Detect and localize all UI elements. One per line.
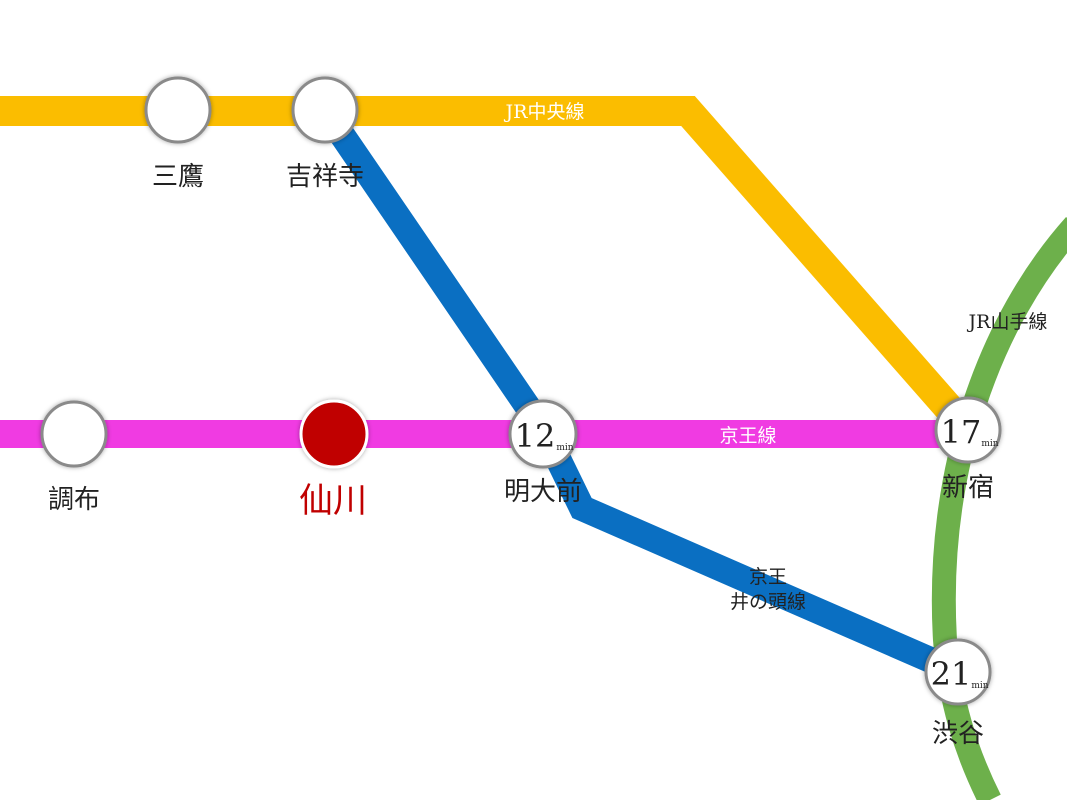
shibuya-station-marker[interactable] xyxy=(924,638,992,706)
kichijoji-station-label: 吉祥寺 xyxy=(286,162,364,192)
jr-chuo-line xyxy=(0,96,980,440)
jr-yamanote-line-label: JR山手線 xyxy=(967,311,1048,333)
sengawa-station-marker[interactable] xyxy=(299,399,369,469)
jr-yamanote-line xyxy=(931,217,1067,800)
sengawa-station-label: 仙川 xyxy=(299,481,367,521)
shinjuku-station-label: 新宿 xyxy=(942,473,994,503)
shinjuku-station-marker[interactable] xyxy=(934,396,1002,464)
shibuya-travel-time: 21 xyxy=(931,655,972,693)
keio-line-label: 京王線 xyxy=(719,425,776,447)
shinjuku-time-unit: min xyxy=(981,439,998,449)
meidaimae-travel-time: 12 xyxy=(515,417,556,455)
shinjuku-travel-time: 17 xyxy=(941,413,982,451)
shibuya-time-unit: min xyxy=(971,681,988,691)
meidaimae-station-label: 明大前 xyxy=(504,477,582,507)
chofu-station-label: 調布 xyxy=(48,485,100,515)
keio-inokashira-line-label-2: 井の頭線 xyxy=(730,591,806,613)
chofu-station-marker[interactable] xyxy=(40,400,108,468)
mitaka-station-label: 三鷹 xyxy=(152,162,204,192)
shibuya-station-label: 渋谷 xyxy=(932,719,984,749)
kichijoji-station-marker[interactable] xyxy=(291,76,359,144)
mitaka-station-marker[interactable] xyxy=(144,76,212,144)
meidaimae-station-marker[interactable] xyxy=(508,399,578,469)
meidaimae-time-unit: min xyxy=(556,443,573,453)
jr-chuo-line-label: JR中央線 xyxy=(504,101,585,123)
keio-inokashira-line xyxy=(314,102,964,684)
keio-inokashira-line-label-1: 京王 xyxy=(749,566,787,588)
